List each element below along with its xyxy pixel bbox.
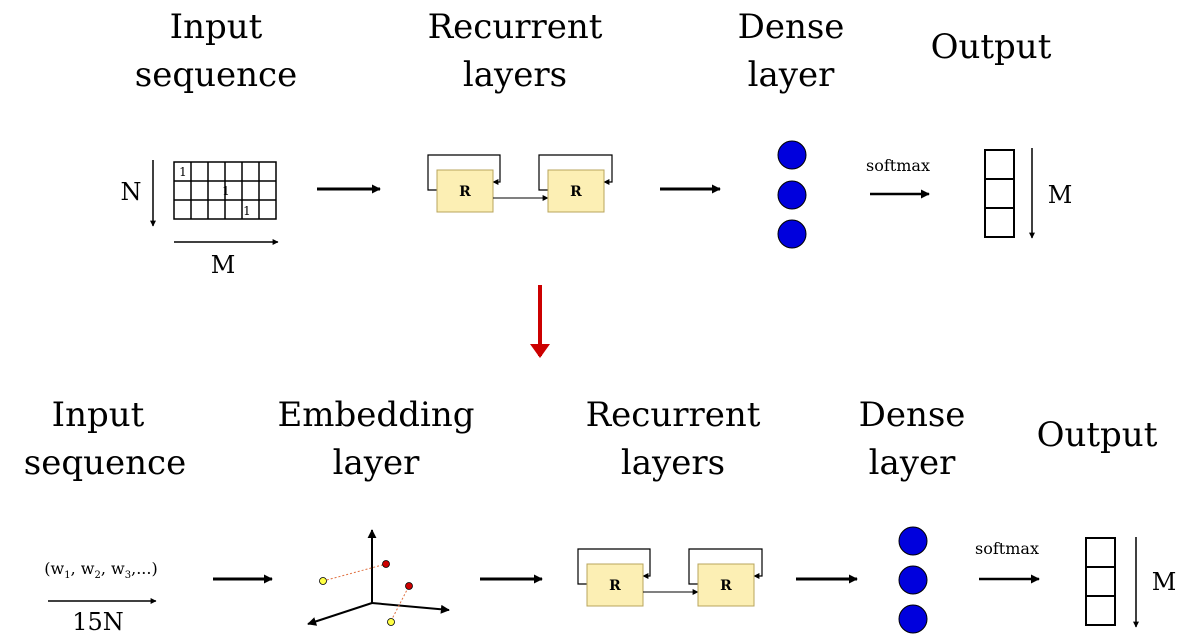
- bottom-softmax-label: softmax: [975, 539, 1039, 558]
- bottom-input-title-line1: Input: [52, 395, 145, 435]
- top-recurrent-cell-1: R: [427, 154, 501, 213]
- top-r-label-1: R: [459, 184, 471, 200]
- bottom-input-title-line2: sequence: [24, 443, 186, 483]
- top-input-title-line2: sequence: [135, 55, 297, 95]
- top-output-vector: [984, 149, 1015, 238]
- top-recurrent-loop-1: [427, 154, 501, 191]
- top-softmax-label: softmax: [866, 156, 930, 175]
- bottom-recurrent-loop-2: [688, 548, 763, 585]
- bottom-recurrent-title-line1: Recurrent: [586, 395, 761, 435]
- bottom-recurrent-cell-1: R: [577, 548, 651, 607]
- bottom-output-m-label: M: [1152, 568, 1177, 596]
- top-recurrent-title-line1: Recurrent: [428, 7, 603, 47]
- bottom-dense-node-1: [898, 526, 928, 556]
- n-label: N: [121, 178, 142, 206]
- bottom-embedding-title-line1: Embedding: [277, 395, 474, 435]
- top-input-title-line1: Input: [170, 7, 263, 47]
- top-dense-node-1: [777, 140, 807, 170]
- bottom-dense-node-2: [898, 565, 928, 595]
- top-r-label-2: R: [570, 184, 582, 200]
- top-dense-title-line2: layer: [748, 55, 835, 95]
- bottom-r-label-2: R: [720, 578, 732, 594]
- top-dense-node-3: [777, 219, 807, 249]
- bottom-recurrent-loop-1: [577, 548, 651, 585]
- bottom-recurrent-title-line2: layers: [621, 443, 725, 483]
- grid-one-c: 1: [243, 204, 251, 218]
- one-hot-grid: 1 1 1: [173, 161, 277, 220]
- embedding-axis-left: [307, 602, 373, 626]
- grid-one-b: 1: [222, 184, 230, 198]
- top-output-m-label: M: [1048, 181, 1073, 209]
- embedding-point-yellow-1: [319, 577, 327, 585]
- top-r-box-1: [436, 169, 494, 213]
- bottom-r-box-2: [697, 563, 755, 607]
- sequence-length-label: 15N: [72, 608, 124, 634]
- embedding-point-red-1: [382, 560, 390, 568]
- grid-one-a: 1: [179, 165, 187, 179]
- bottom-output-title: Output: [1037, 415, 1158, 455]
- embedding-point-red-2: [405, 582, 413, 590]
- bottom-recurrent-cell-2: R: [688, 548, 763, 607]
- top-output-title: Output: [931, 27, 1052, 67]
- embedding-distance-line-1: [322, 563, 387, 582]
- embedding-space: [307, 529, 450, 626]
- bottom-embedding-title-line2: layer: [333, 443, 420, 483]
- top-recurrent-title-line2: layers: [463, 55, 567, 95]
- top-r-box-2: [547, 169, 605, 213]
- m-label: M: [211, 251, 236, 279]
- embedding-point-yellow-2: [387, 618, 395, 626]
- bottom-dense-title-line1: Dense: [859, 395, 966, 435]
- bottom-dense-title-line2: layer: [869, 443, 956, 483]
- bottom-dense-node-3: [898, 604, 928, 634]
- bottom-output-vector: [1085, 537, 1116, 626]
- top-dense-node-2: [777, 180, 807, 210]
- bottom-r-box-1: [586, 563, 644, 607]
- top-recurrent-loop-2: [538, 154, 613, 191]
- embedding-axis-right: [371, 602, 450, 614]
- top-recurrent-cell-2: R: [538, 154, 613, 213]
- embedding-distance-line-2: [390, 585, 410, 622]
- transition-arrow-head: [530, 344, 550, 358]
- bottom-r-label-1: R: [609, 578, 621, 594]
- word-sequence: (w1, w2, w3,...): [44, 559, 157, 581]
- top-dense-title-line1: Dense: [738, 7, 845, 47]
